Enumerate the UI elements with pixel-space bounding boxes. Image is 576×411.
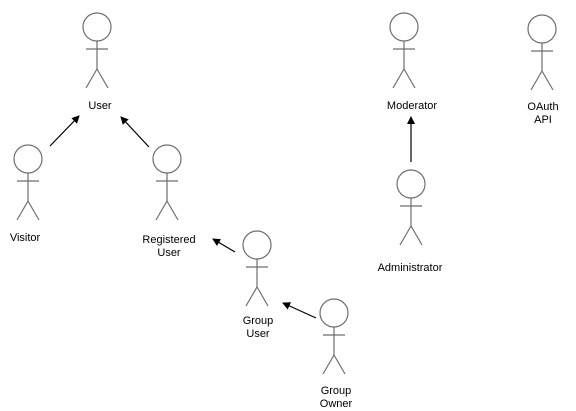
group-user-label: Group User bbox=[242, 315, 274, 340]
registered-user-label: Registered User bbox=[142, 234, 196, 259]
group-user-to-registered-user-arrow bbox=[212, 238, 236, 253]
group-owner-label: Group Owner bbox=[319, 385, 353, 410]
registered-user-to-user-arrow bbox=[120, 116, 150, 148]
user-label: User bbox=[88, 100, 112, 112]
oauth-api-label: OAuth API bbox=[527, 101, 559, 126]
administrator-label: Administrator bbox=[377, 262, 443, 274]
visitor-to-user-arrow bbox=[49, 115, 80, 147]
group-user-actor-icon bbox=[242, 230, 272, 307]
visitor-label: Visitor bbox=[9, 232, 41, 244]
group-owner-actor-icon bbox=[319, 298, 349, 375]
moderator-actor-icon bbox=[389, 12, 419, 89]
visitor-actor-icon bbox=[13, 144, 43, 221]
group-owner-to-group-user-arrow bbox=[282, 302, 317, 319]
moderator-label: Moderator bbox=[386, 100, 438, 112]
registered-user-actor-icon bbox=[152, 144, 182, 221]
oauth-api-actor-icon bbox=[527, 14, 557, 91]
administrator-actor-icon bbox=[396, 169, 426, 246]
user-actor-icon bbox=[82, 12, 112, 89]
